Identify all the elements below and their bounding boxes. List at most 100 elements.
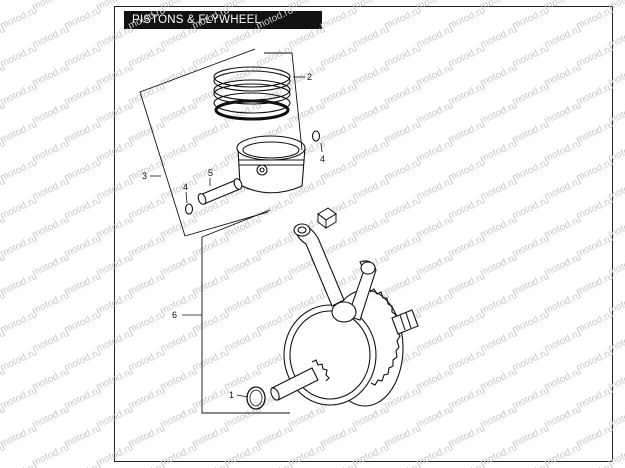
watermark-text: motod.ru bbox=[63, 5, 103, 32]
watermark-text: motod.ru bbox=[383, 119, 423, 146]
watermark-text: motod.ru bbox=[127, 43, 167, 70]
watermark-text: motod.ru bbox=[0, 309, 39, 336]
watermark-text: motod.ru bbox=[575, 195, 615, 222]
watermark-text: motod.ru bbox=[255, 271, 295, 298]
watermark-text: motod.ru bbox=[415, 290, 455, 317]
watermark-text: motod.ru bbox=[575, 233, 615, 260]
watermark-text: motod.ru bbox=[575, 119, 615, 146]
watermark-text: motod.ru bbox=[95, 442, 135, 468]
watermark-text: motod.ru bbox=[31, 100, 71, 127]
watermark-text: motod.ru bbox=[159, 290, 199, 317]
watermark-text: motod.ru bbox=[351, 176, 391, 203]
watermark-text: motod.ru bbox=[127, 5, 167, 32]
watermark-text: motod.ru bbox=[287, 442, 327, 468]
pin-retaining-ring-left[interactable] bbox=[184, 203, 194, 215]
watermark-text: motod.ru bbox=[479, 100, 519, 127]
pin-retaining-ring-right[interactable] bbox=[311, 130, 321, 142]
watermark-text: motod.ru bbox=[0, 157, 39, 184]
watermark-text: motod.ru bbox=[447, 461, 487, 468]
watermark-text: motod.ru bbox=[575, 157, 615, 184]
watermark-text: motod.ru bbox=[415, 138, 455, 165]
watermark-text: motod.ru bbox=[575, 5, 615, 32]
watermark-text: motod.ru bbox=[287, 404, 327, 431]
watermark-text: motod.ru bbox=[479, 252, 519, 279]
watermark-text: motod.ru bbox=[543, 62, 583, 89]
watermark-text: motod.ru bbox=[63, 423, 103, 450]
watermark-text: motod.ru bbox=[543, 214, 583, 241]
watermark-text: motod.ru bbox=[511, 81, 551, 108]
watermark-text: motod.ru bbox=[159, 328, 199, 355]
watermark-text: motod.ru bbox=[511, 233, 551, 260]
watermark-text: motod.ru bbox=[511, 423, 551, 450]
watermark-text: motod.ru bbox=[63, 157, 103, 184]
watermark-text: motod.ru bbox=[223, 442, 263, 468]
watermark-text: motod.ru bbox=[0, 233, 39, 260]
watermark-text: motod.ru bbox=[447, 43, 487, 70]
watermark-text: motod.ru bbox=[127, 119, 167, 146]
watermark-text: motod.ru bbox=[319, 43, 359, 70]
watermark-text: motod.ru bbox=[415, 366, 455, 393]
watermark-text: motod.ru bbox=[127, 309, 167, 336]
watermark-text: motod.ru bbox=[415, 252, 455, 279]
watermark-text: motod.ru bbox=[95, 290, 135, 317]
watermark-text: motod.ru bbox=[383, 81, 423, 108]
watermark-text: motod.ru bbox=[287, 24, 327, 51]
watermark-text: motod.ru bbox=[511, 5, 551, 32]
watermark-text: motod.ru bbox=[447, 157, 487, 184]
watermark-text: motod.ru bbox=[223, 214, 263, 241]
watermark-text: motod.ru bbox=[479, 366, 519, 393]
piston[interactable] bbox=[236, 135, 306, 194]
callout-6: 6 bbox=[172, 310, 177, 320]
watermark-text: motod.ru bbox=[383, 233, 423, 260]
watermark-text: motod.ru bbox=[31, 62, 71, 89]
watermark-text: motod.ru bbox=[159, 404, 199, 431]
watermark-text: motod.ru bbox=[543, 100, 583, 127]
piston-pin[interactable] bbox=[197, 178, 244, 206]
watermark-text: motod.ru bbox=[351, 100, 391, 127]
watermark-text: motod.ru bbox=[127, 385, 167, 412]
watermark-text: motod.ru bbox=[511, 347, 551, 374]
watermark-text: motod.ru bbox=[95, 24, 135, 51]
watermark-text: motod.ru bbox=[319, 423, 359, 450]
watermark-text: motod.ru bbox=[575, 385, 615, 412]
watermark-text: motod.ru bbox=[351, 214, 391, 241]
watermark-text: motod.ru bbox=[191, 119, 231, 146]
watermark-text: motod.ru bbox=[95, 62, 135, 89]
watermark-text: motod.ru bbox=[63, 233, 103, 260]
watermark-text: motod.ru bbox=[63, 195, 103, 222]
watermark-text: motod.ru bbox=[31, 404, 71, 431]
watermark-text: motod.ru bbox=[63, 43, 103, 70]
watermark-text: motod.ru bbox=[479, 138, 519, 165]
watermark-text: motod.ru bbox=[31, 290, 71, 317]
callout-4-right: 4 bbox=[320, 154, 325, 164]
rod-bushings[interactable] bbox=[317, 207, 337, 229]
watermark-text: motod.ru bbox=[31, 138, 71, 165]
watermark-text: motod.ru bbox=[319, 119, 359, 146]
watermark-text: motod.ru bbox=[575, 271, 615, 298]
watermark-text: motod.ru bbox=[223, 290, 263, 317]
watermark-text: motod.ru bbox=[0, 347, 39, 374]
watermark-text: motod.ru bbox=[255, 43, 295, 70]
watermark-text: motod.ru bbox=[447, 5, 487, 32]
watermark-text: motod.ru bbox=[127, 233, 167, 260]
watermark-text: motod.ru bbox=[415, 176, 455, 203]
thrust-washer[interactable] bbox=[246, 386, 266, 410]
watermark-text: motod.ru bbox=[31, 442, 71, 468]
watermark-text: motod.ru bbox=[0, 385, 39, 412]
callout-4-left: 4 bbox=[183, 182, 188, 192]
watermark-text: motod.ru bbox=[447, 347, 487, 374]
watermark-text: motod.ru bbox=[351, 442, 391, 468]
watermark-text: motod.ru bbox=[191, 271, 231, 298]
watermark-text: motod.ru bbox=[511, 309, 551, 336]
watermark-text: motod.ru bbox=[223, 404, 263, 431]
watermark-text: motod.ru bbox=[127, 461, 167, 468]
watermark-text: motod.ru bbox=[543, 366, 583, 393]
watermark-text: motod.ru bbox=[31, 366, 71, 393]
piston-rings[interactable] bbox=[213, 66, 291, 121]
piston-group-bracket bbox=[139, 48, 303, 237]
watermark-text: motod.ru bbox=[447, 271, 487, 298]
watermark-text: motod.ru bbox=[447, 385, 487, 412]
flywheel-assembly[interactable] bbox=[269, 223, 419, 407]
watermark-text: motod.ru bbox=[543, 404, 583, 431]
